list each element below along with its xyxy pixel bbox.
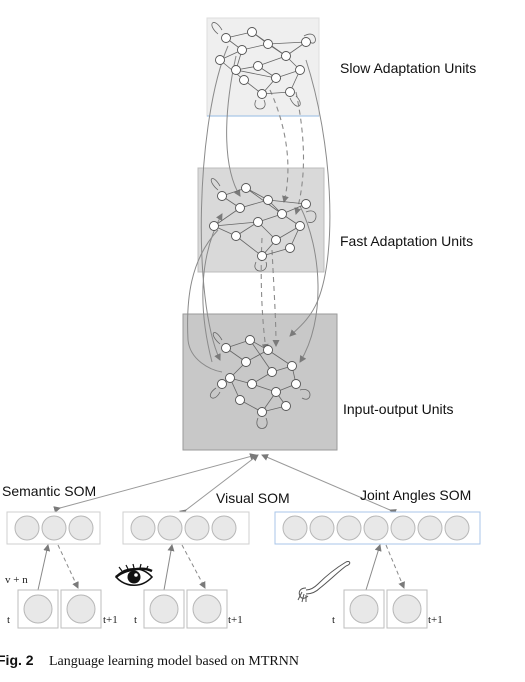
semantic-som xyxy=(6,511,101,545)
visual-t1-label: t+1 xyxy=(228,614,243,626)
caption-text: Language learning model based on MTRNN xyxy=(49,654,299,669)
caption-fig-number: Fig. 2 xyxy=(0,652,34,668)
io-vector-arrows xyxy=(37,544,405,591)
fast-network xyxy=(209,178,317,272)
semantic-som-label: Semantic SOM xyxy=(2,483,96,499)
input-output-label: Input-output Units xyxy=(343,401,454,417)
inter-layer-connections xyxy=(187,45,331,373)
slow-network xyxy=(211,22,316,110)
visual-input-t xyxy=(143,589,185,629)
figure-caption: Fig. 2 Language learning model based on … xyxy=(0,652,299,669)
visual-som-label: Visual SOM xyxy=(216,490,290,506)
visual-output-t1 xyxy=(186,589,228,629)
io-network xyxy=(210,332,311,429)
joint-angles-som-label: Joint Angles SOM xyxy=(360,487,471,503)
joint-t1-label: t+1 xyxy=(428,614,443,626)
eye-icon xyxy=(114,563,154,587)
joint-t-label: t xyxy=(332,614,335,626)
joint-angles-som xyxy=(274,511,481,545)
semantic-t-label: t xyxy=(7,614,10,626)
visual-t-label: t xyxy=(134,614,137,626)
slow-adaptation-label: Slow Adaptation Units xyxy=(340,60,476,76)
arm-icon xyxy=(297,561,351,603)
semantic-t1-label: t+1 xyxy=(103,614,118,626)
semantic-extra-label: v + n xyxy=(5,574,28,586)
joint-output-t1 xyxy=(386,589,428,629)
fast-adaptation-label: Fast Adaptation Units xyxy=(340,233,473,249)
visual-som xyxy=(122,511,250,545)
semantic-input-t xyxy=(17,589,59,629)
joint-input-t xyxy=(343,589,385,629)
semantic-output-t1 xyxy=(60,589,102,629)
som-to-io-arrows xyxy=(53,453,397,517)
